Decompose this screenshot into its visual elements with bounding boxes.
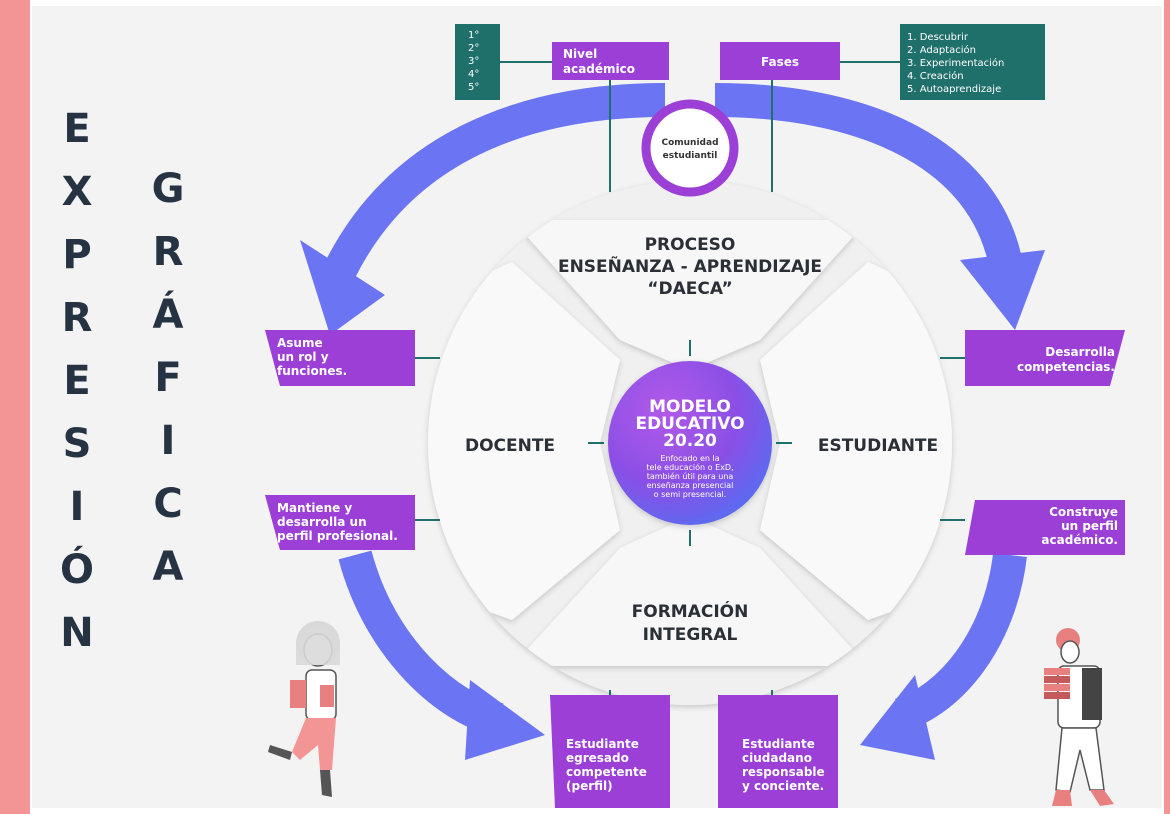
- arrow-top-left-head: [300, 240, 385, 335]
- construye-line-3: académico.: [1041, 533, 1118, 547]
- ciudadano-line-1: Estudiante: [742, 737, 815, 751]
- nivel-line-1: Nivel: [563, 47, 597, 61]
- hub-sub-1: Enfocado en la: [660, 454, 719, 463]
- sector-bottom-line-2: INTEGRAL: [643, 625, 738, 645]
- title-letter: C: [153, 481, 182, 527]
- connector-lines: [415, 61, 965, 712]
- egresado-line-4: (perfil): [566, 779, 613, 793]
- title-letter: P: [62, 232, 91, 278]
- sector-bottom: [512, 516, 868, 666]
- sectors: [428, 220, 952, 666]
- level-item: 5°: [468, 82, 479, 93]
- mantiene-line-3: perfil profesional.: [277, 529, 398, 543]
- modelo-educativo-hub: [608, 361, 772, 525]
- arrow-top-right-head: [960, 250, 1045, 330]
- title-letter: F: [154, 355, 181, 401]
- title-letter: Ó: [60, 545, 94, 593]
- community-line-1: Comunidad: [661, 138, 718, 148]
- hub-sub-5: o semi presencial.: [654, 490, 727, 499]
- level-item: 4°: [468, 69, 479, 80]
- cycle-arrows: [300, 83, 1045, 760]
- fases-label: Fases: [761, 55, 799, 69]
- sector-top-line-1: PROCESO: [645, 235, 736, 255]
- construye-line-2: un perfil: [1061, 519, 1118, 533]
- ciudadano-line-4: y conciente.: [742, 779, 824, 793]
- box-construye-perfil: [965, 500, 1125, 555]
- construye-line-1: Construye: [1049, 505, 1118, 519]
- level-item: 1°: [468, 30, 479, 41]
- arrow-bottom-left-head: [465, 680, 545, 760]
- hub-title-1: MODELO: [649, 397, 731, 417]
- title-letter: I: [161, 418, 176, 464]
- comunidad-estudiantil-circle: [641, 99, 739, 197]
- title-letter: R: [153, 229, 184, 275]
- phase-item: 4. Creación: [907, 70, 964, 82]
- arrow-top-left: [324, 83, 666, 278]
- sector-left: [428, 262, 620, 620]
- ciudadano-line-3: responsable: [742, 765, 825, 779]
- egresado-line-2: egresado: [566, 751, 629, 765]
- right-pink-border: [1164, 0, 1170, 814]
- levels-box: [455, 24, 500, 100]
- sector-top-line-3: “DAECA”: [647, 279, 732, 299]
- title-letter: N: [60, 610, 93, 656]
- sector-right: [760, 262, 952, 620]
- asume-line-2: un rol y: [277, 350, 329, 364]
- asume-line-1: Asume: [277, 336, 323, 350]
- sector-docente: DOCENTE: [465, 436, 555, 456]
- phase-item: 2. Adaptación: [907, 44, 976, 56]
- phase-item: 1. Descubrir: [907, 32, 969, 43]
- title-letter: Á: [153, 290, 184, 338]
- mantiene-line-2: desarrolla un: [277, 515, 367, 529]
- left-pink-border: [0, 0, 30, 814]
- arrow-bottom-right-head: [860, 675, 935, 760]
- fases-box: [720, 42, 840, 80]
- desarrolla-line-2: competencias.: [1017, 360, 1115, 374]
- phase-item: 5. Autoaprendizaje: [907, 84, 1001, 95]
- sector-top-line-2: ENSEÑANZA - APRENDIZAJE: [558, 254, 822, 277]
- asume-line-3: funciones.: [277, 364, 347, 378]
- hub-sub-2: tele educación o ExD,: [646, 462, 733, 472]
- egresado-line-1: Estudiante: [566, 737, 639, 751]
- phases-box: [900, 24, 1045, 100]
- hub-title-3: 20.20: [663, 431, 717, 451]
- box-desarrolla-competencias: [965, 330, 1125, 386]
- title-letter: S: [63, 421, 92, 467]
- nivel-academico-box: [552, 42, 669, 80]
- title-letter: I: [70, 484, 85, 530]
- sector-top: [512, 220, 868, 370]
- title-letter: A: [153, 544, 184, 590]
- hub-title-2: EDUCATIVO: [635, 414, 744, 434]
- teacher-illustration: [268, 621, 340, 797]
- ciudadano-line-2: ciudadano: [742, 751, 812, 765]
- box-estudiante-ciudadano: [718, 695, 838, 808]
- box-mantiene-perfil: [265, 495, 415, 550]
- phase-item: 3. Experimentación: [907, 57, 1004, 69]
- egresado-line-3: competente: [566, 765, 647, 779]
- mantiene-line-1: Mantiene y: [277, 501, 352, 515]
- community-line-2: estudiantil: [663, 151, 718, 161]
- level-item: 2°: [468, 43, 479, 54]
- nivel-line-2: académico: [563, 62, 635, 76]
- title-letter: E: [63, 106, 90, 152]
- sector-bottom-line-1: FORMACIÓN: [632, 600, 749, 622]
- level-item: 3°: [468, 56, 479, 67]
- title-letter: X: [62, 169, 93, 215]
- desarrolla-line-1: Desarrolla: [1045, 345, 1115, 359]
- student-illustration: [1044, 628, 1114, 806]
- title-letter: R: [62, 295, 93, 341]
- hub-sub-4: enseñanza presencial: [647, 481, 734, 490]
- box-asume-rol: [265, 330, 415, 386]
- title-letter: G: [152, 166, 185, 212]
- sector-estudiante: ESTUDIANTE: [818, 436, 938, 456]
- hub-sub-3: también útil para una: [647, 471, 734, 481]
- title-letter: E: [63, 358, 90, 404]
- box-estudiante-egresado: [550, 695, 670, 808]
- levels-list: 1° 2° 3° 4° 5°: [468, 30, 479, 93]
